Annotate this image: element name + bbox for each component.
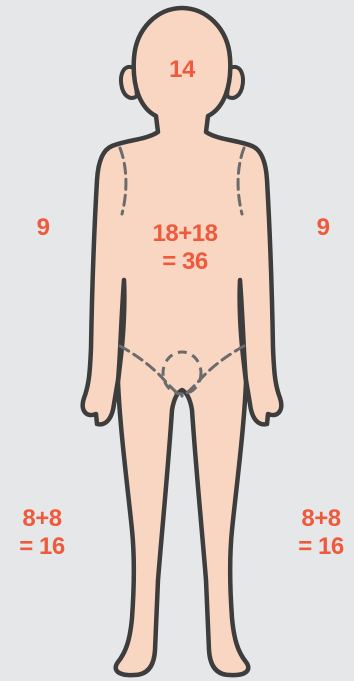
label-head: 14 <box>162 56 202 84</box>
label-trunk: 18+18 = 36 <box>130 220 240 275</box>
trunk-sum: 18+18 <box>130 220 240 248</box>
leg-left-total: = 16 <box>4 533 80 561</box>
body-outline <box>83 8 282 675</box>
leg-right-total: = 16 <box>286 533 354 561</box>
arm-right-value: 9 <box>308 214 338 242</box>
arm-left-value: 9 <box>28 214 58 242</box>
label-arm-right: 9 <box>308 214 338 242</box>
leg-right-sum: 8+8 <box>286 505 354 533</box>
label-arm-left: 9 <box>28 214 58 242</box>
head-value: 14 <box>162 56 202 84</box>
label-leg-left: 8+8 = 16 <box>4 505 80 560</box>
label-leg-right: 8+8 = 16 <box>286 505 354 560</box>
leg-left-sum: 8+8 <box>4 505 80 533</box>
trunk-total: = 36 <box>130 248 240 276</box>
